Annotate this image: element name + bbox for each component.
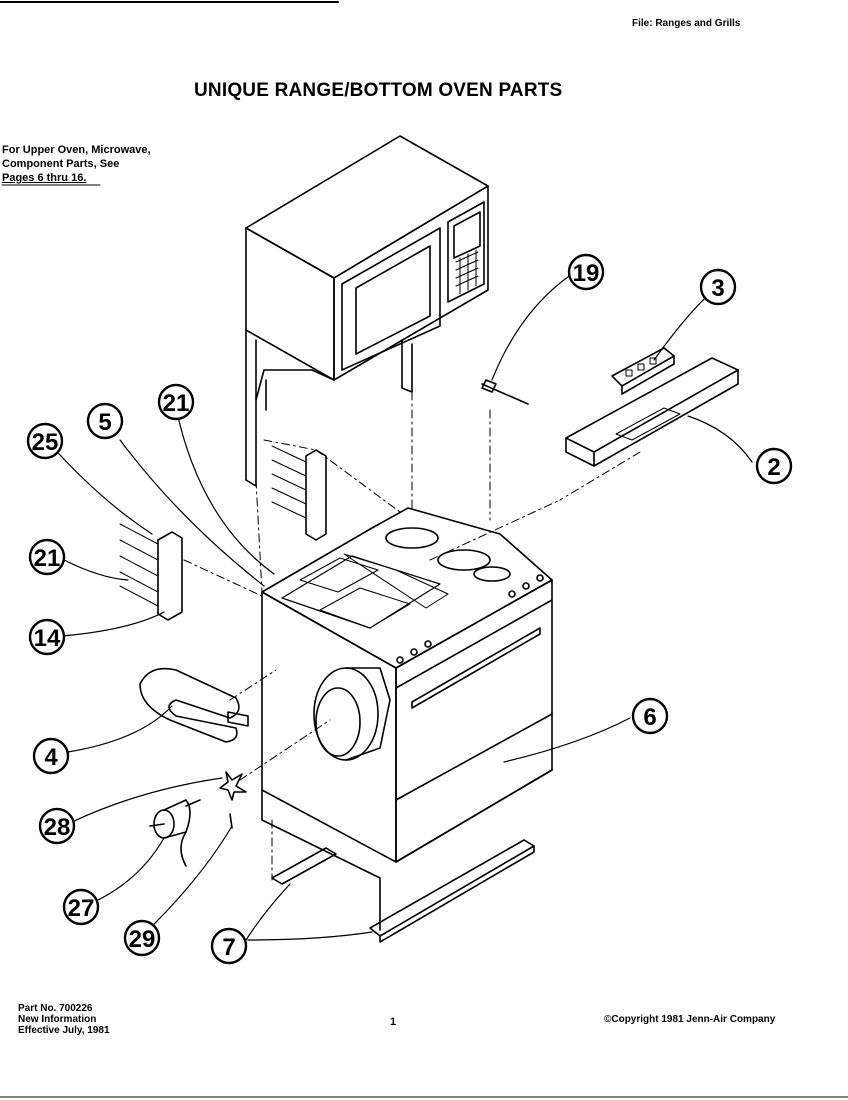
part-7-rails [271, 839, 535, 943]
microwave-unit [245, 135, 489, 487]
callout-25: 25 [32, 429, 59, 456]
callout-2: 2 [767, 454, 780, 481]
range-body [261, 507, 553, 931]
part-27-motor [149, 799, 201, 867]
part-14-bracket [119, 523, 183, 621]
upper-note-line-2: Component Parts, See [2, 158, 120, 170]
part-4-element [139, 667, 249, 743]
callout-5: 5 [98, 409, 111, 436]
page-title: UNIQUE RANGE/BOTTOM OVEN PARTS [194, 80, 563, 101]
copyright: ©Copyright 1981 Jenn-Air Company [604, 1014, 776, 1025]
upper-oven-note: For Upper Oven, Microwave, Component Par… [2, 143, 151, 185]
callout-19: 19 [573, 260, 600, 287]
callout-27: 27 [68, 895, 95, 922]
file-label: File: Ranges and Grills [632, 18, 741, 29]
callout-28: 28 [44, 814, 71, 841]
upper-note-line-3: Pages 6 thru 16. [2, 172, 87, 184]
footer-part-info: Part No. 700226 New Information Effectiv… [18, 1003, 110, 1036]
new-information: New Information [18, 1014, 97, 1025]
part-19-probe [481, 379, 529, 405]
callout-21-lower: 21 [34, 545, 61, 572]
part-3-switch [611, 347, 675, 395]
upper-note-line-1: For Upper Oven, Microwave, [2, 144, 151, 156]
callout-29: 29 [129, 926, 156, 953]
callout-21-upper: 21 [163, 390, 190, 417]
callout-3: 3 [711, 275, 724, 302]
effective-date: Effective July, 1981 [18, 1025, 110, 1036]
part-number: Part No. 700226 [18, 1003, 93, 1014]
part-2-rail [565, 357, 739, 467]
upper-bracket [271, 445, 327, 541]
callout-4: 4 [44, 744, 58, 771]
part-28-fan-blade [219, 771, 247, 801]
callout-14: 14 [34, 625, 61, 652]
page-number: 1 [390, 1016, 397, 1028]
callout-7: 7 [222, 934, 235, 961]
callout-6: 6 [643, 704, 656, 731]
